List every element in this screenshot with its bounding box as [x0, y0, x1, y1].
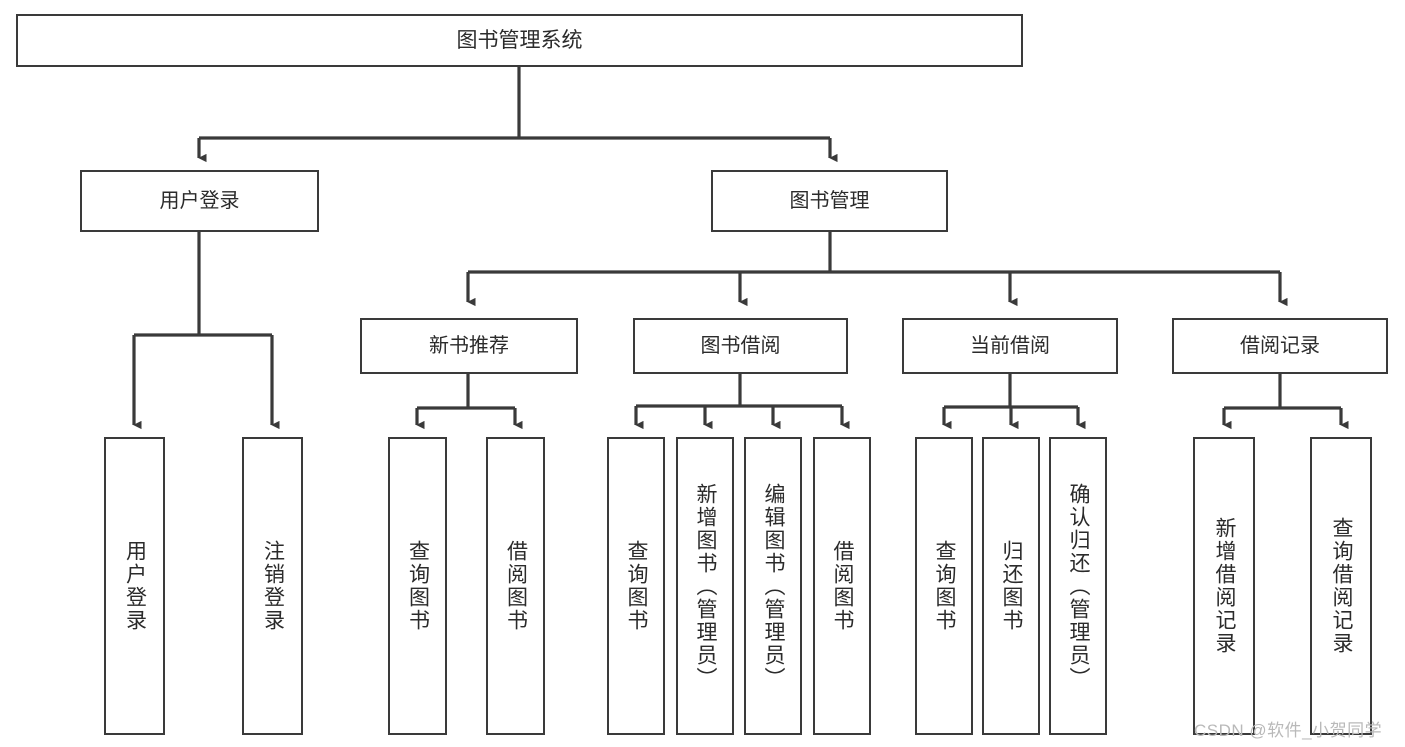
leaf-return-book[interactable]: 归还图书 — [982, 437, 1040, 735]
leaf-borrow-book-1[interactable]: 借阅图书 — [486, 437, 545, 735]
leaf-confirm-return[interactable]: 确认归还（管理员） — [1049, 437, 1107, 735]
leaf-user-login-label: 用户登录 — [123, 540, 147, 632]
leaf-return-book-label: 归还图书 — [1000, 540, 1024, 632]
node-book-manage-label: 图书管理 — [789, 189, 870, 212]
leaf-query-record[interactable]: 查询借阅记录 — [1310, 437, 1372, 735]
leaf-add-record[interactable]: 新增借阅记录 — [1193, 437, 1255, 735]
leaf-query-book-2-label: 查询图书 — [625, 540, 649, 632]
node-book-borrow-label: 图书借阅 — [700, 334, 781, 357]
node-current-borrow[interactable]: 当前借阅 — [902, 318, 1118, 374]
leaf-add-record-label: 新增借阅记录 — [1213, 517, 1237, 655]
node-new-book-recommend-label: 新书推荐 — [429, 334, 509, 357]
node-book-borrow[interactable]: 图书借阅 — [633, 318, 848, 374]
leaf-query-book-1[interactable]: 查询图书 — [388, 437, 447, 735]
leaf-user-logout[interactable]: 注销登录 — [242, 437, 303, 735]
leaf-borrow-book-1-label: 借阅图书 — [504, 540, 528, 632]
leaf-confirm-return-label: 确认归还（管理员） — [1067, 482, 1091, 690]
leaf-add-book-label: 新增图书（管理员） — [694, 482, 718, 690]
leaf-user-login[interactable]: 用户登录 — [104, 437, 165, 735]
node-new-book-recommend[interactable]: 新书推荐 — [360, 318, 578, 374]
node-user-login-label: 用户登录 — [159, 189, 240, 212]
node-user-login[interactable]: 用户登录 — [80, 170, 319, 232]
leaf-borrow-book-2-label: 借阅图书 — [831, 540, 855, 632]
leaf-query-book-3-label: 查询图书 — [933, 540, 957, 632]
leaf-edit-book-label: 编辑图书（管理员） — [762, 482, 786, 690]
node-root[interactable]: 图书管理系统 — [16, 14, 1023, 67]
node-root-label: 图书管理系统 — [456, 28, 583, 52]
leaf-query-book-1-label: 查询图书 — [406, 540, 430, 632]
leaf-query-book-3[interactable]: 查询图书 — [915, 437, 973, 735]
node-current-borrow-label: 当前借阅 — [970, 334, 1050, 357]
leaf-user-logout-label: 注销登录 — [261, 540, 285, 632]
node-borrow-record[interactable]: 借阅记录 — [1172, 318, 1388, 374]
leaf-borrow-book-2[interactable]: 借阅图书 — [813, 437, 871, 735]
node-borrow-record-label: 借阅记录 — [1240, 334, 1320, 357]
leaf-add-book[interactable]: 新增图书（管理员） — [676, 437, 734, 735]
leaf-edit-book[interactable]: 编辑图书（管理员） — [744, 437, 802, 735]
node-book-manage[interactable]: 图书管理 — [711, 170, 948, 232]
leaf-query-book-2[interactable]: 查询图书 — [607, 437, 665, 735]
leaf-query-record-label: 查询借阅记录 — [1330, 517, 1354, 655]
